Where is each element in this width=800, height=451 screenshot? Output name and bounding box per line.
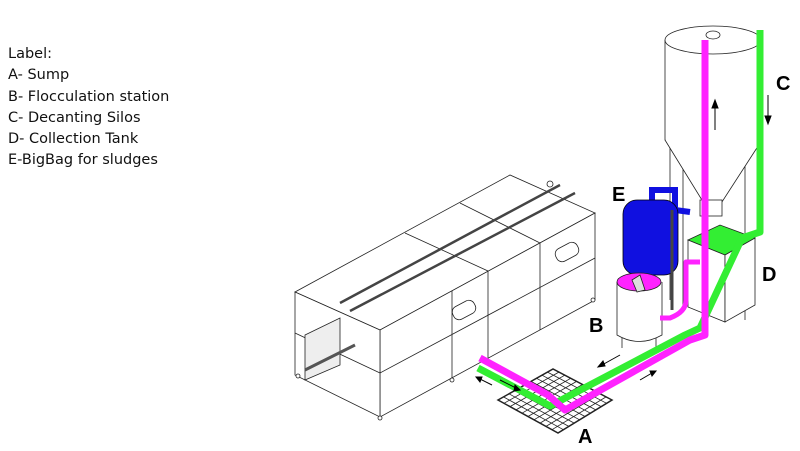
washing-machine [294, 174, 596, 421]
flocculation-tank [616, 272, 663, 348]
clear-water-pipe [476, 30, 764, 410]
legend-item-d: D- Collection Tank [8, 131, 139, 148]
callout-e: E [612, 184, 625, 206]
legend-item-a: A- Sump [8, 67, 70, 84]
pipes [476, 30, 764, 414]
callout-a: A [578, 426, 592, 448]
legend-title: Label: [8, 46, 53, 62]
legend-item-e: E-BigBag for sludges [8, 152, 158, 169]
grid-line [551, 396, 607, 431]
sludge-return-pipe [660, 259, 700, 321]
sludge-pipe [478, 40, 709, 414]
grid-line [547, 371, 607, 404]
callout-b: B [589, 315, 603, 337]
callout-c: C [776, 73, 790, 95]
legend: Label: A- Sump B- Flocculation station C… [8, 44, 169, 172]
decanting-silo [664, 25, 763, 320]
callout-d: D [762, 264, 776, 286]
legend-item-b: B- Flocculation station [8, 88, 170, 105]
bigbag [622, 187, 691, 310]
flow-arrows [474, 95, 772, 392]
legend-item-c: C- Decanting Silos [8, 109, 141, 126]
